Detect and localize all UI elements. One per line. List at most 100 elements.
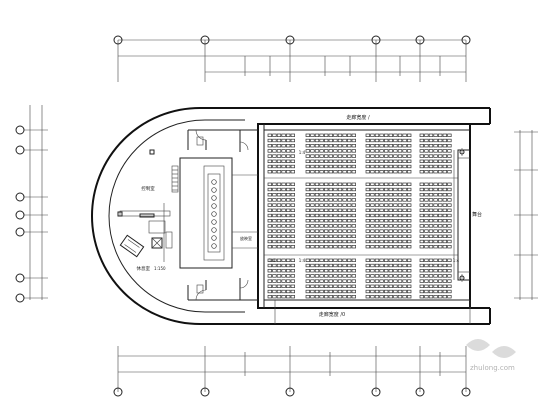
seat — [319, 164, 324, 169]
seat — [397, 274, 403, 278]
seat — [333, 154, 338, 158]
seat — [267, 198, 272, 202]
seat — [267, 269, 272, 273]
seat — [324, 219, 329, 223]
seat — [281, 274, 286, 278]
seat — [402, 245, 407, 249]
seat — [365, 149, 370, 153]
lounge-label: 休息室 — [137, 265, 151, 272]
seat — [286, 258, 291, 262]
seat — [419, 203, 424, 207]
seat — [319, 245, 324, 249]
seat — [319, 182, 324, 186]
seat — [351, 159, 356, 163]
seat — [393, 133, 398, 137]
aisle-mark: 1:4 — [299, 150, 306, 155]
seat — [286, 193, 291, 197]
seat — [379, 219, 384, 223]
seat — [402, 170, 407, 174]
seat — [397, 198, 403, 202]
seat — [407, 133, 412, 137]
seat — [337, 159, 343, 163]
seat — [438, 154, 443, 158]
seat — [324, 208, 329, 212]
seat — [310, 224, 315, 228]
seat — [384, 203, 389, 207]
seat — [281, 144, 286, 148]
seat — [305, 138, 310, 143]
seat — [328, 208, 333, 212]
seat — [281, 289, 286, 294]
seat — [267, 159, 272, 163]
right-dimension-line — [514, 130, 538, 300]
seat — [276, 203, 282, 207]
seat — [305, 182, 310, 186]
axis-bubble-bottom-2 — [200, 387, 210, 397]
seat — [281, 193, 286, 197]
seat — [342, 269, 347, 273]
seat — [272, 170, 277, 174]
seat — [447, 219, 452, 223]
seat — [324, 203, 329, 207]
seat — [433, 170, 438, 174]
seat — [379, 149, 384, 153]
seat — [347, 219, 352, 223]
seat — [393, 239, 398, 244]
seat — [337, 224, 343, 228]
seat — [337, 193, 343, 197]
seat — [314, 208, 320, 212]
seat — [447, 182, 452, 186]
seat — [290, 263, 295, 268]
bottom-axis-bubbles — [113, 387, 471, 397]
seat — [424, 159, 429, 163]
seat — [365, 203, 370, 207]
seat — [347, 187, 352, 192]
seat — [272, 203, 277, 207]
seat — [272, 245, 277, 249]
seat — [442, 245, 447, 249]
seat — [337, 198, 343, 202]
seat — [281, 133, 286, 137]
seat — [424, 164, 429, 169]
seat — [419, 198, 424, 202]
seat — [379, 187, 384, 192]
seat — [365, 295, 370, 299]
seat — [310, 149, 315, 153]
seat — [433, 213, 438, 218]
seat — [324, 284, 329, 288]
seat — [290, 295, 295, 299]
seat — [328, 219, 333, 223]
seat — [407, 258, 412, 262]
seat — [393, 279, 398, 283]
seat — [384, 284, 389, 288]
seat — [286, 219, 291, 223]
seat — [384, 198, 389, 202]
seat — [351, 269, 356, 273]
seat — [310, 203, 315, 207]
axis-bubble-top-4 — [371, 35, 381, 45]
seat — [276, 187, 282, 192]
seat — [407, 229, 412, 233]
seat — [442, 295, 447, 299]
service-walls — [187, 129, 258, 301]
seat — [337, 133, 343, 137]
seat — [324, 269, 329, 273]
seat — [286, 198, 291, 202]
seat — [438, 159, 443, 163]
lounge-room: 控制室 休息室 1:150 — [117, 149, 173, 272]
seat — [328, 229, 333, 233]
seat — [286, 274, 291, 278]
seat — [397, 133, 403, 137]
seat — [388, 144, 393, 148]
seat — [393, 182, 398, 186]
seat — [281, 219, 286, 223]
seat — [379, 289, 384, 294]
seat — [379, 258, 384, 262]
seat — [379, 182, 384, 186]
seat — [272, 182, 277, 186]
seat — [337, 258, 343, 262]
seat — [272, 239, 277, 244]
seat — [438, 245, 443, 249]
seat — [374, 138, 380, 143]
seat — [402, 219, 407, 223]
